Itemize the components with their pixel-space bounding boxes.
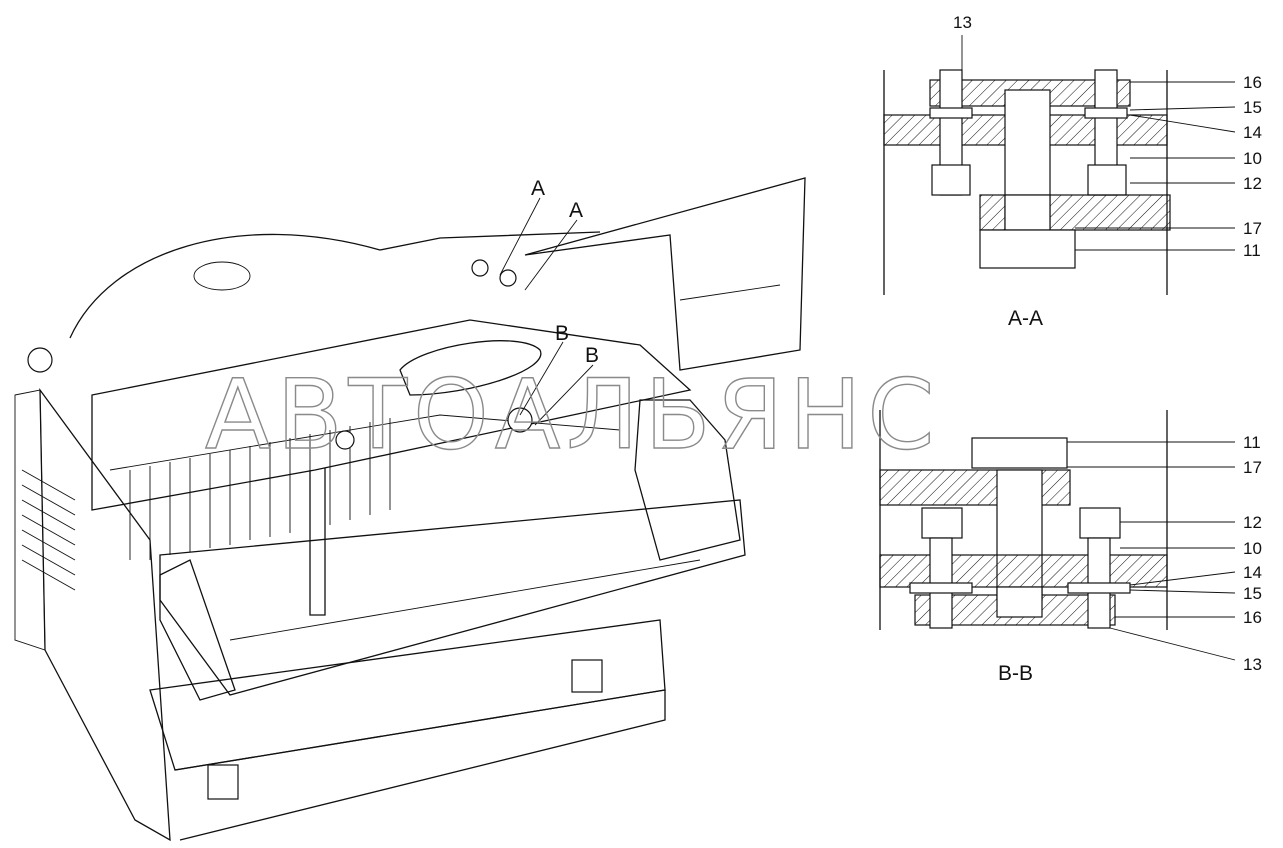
label-bb-11: 11 <box>1243 433 1261 452</box>
label-bb-14: 14 <box>1243 563 1262 582</box>
label-aa-15: 15 <box>1243 98 1262 117</box>
callout-b-2: B <box>585 344 599 367</box>
section-aa-title: A-A <box>1008 307 1043 330</box>
hinge-pin <box>471 259 489 277</box>
hinge-bolt <box>507 407 533 433</box>
filler-cap <box>335 430 355 450</box>
label-aa-13: 13 <box>953 13 972 32</box>
callout-a-2: A <box>569 199 583 222</box>
assembly-callouts: A A B B <box>499 177 599 426</box>
callout-a-1: A <box>531 177 545 200</box>
callout-b-1: B <box>555 322 569 345</box>
mount-bracket <box>571 659 603 693</box>
label-bb-15: 15 <box>1243 584 1262 603</box>
label-bb-13: 13 <box>1243 655 1262 674</box>
label-aa-11: 11 <box>1243 241 1261 260</box>
mount-bracket <box>207 764 239 800</box>
label-aa-16: 16 <box>1243 73 1262 92</box>
label-bb-16: 16 <box>1243 608 1262 627</box>
section-aa: 13 16 15 14 10 12 17 11 A-A <box>883 13 1262 330</box>
watermark: АВТОАЛЬЯНС <box>205 359 940 471</box>
section-bb: 11 17 12 10 14 15 16 13 B-B <box>879 410 1262 685</box>
cab-frame-assembly <box>14 177 806 842</box>
filler-cap <box>27 347 53 373</box>
label-bb-10: 10 <box>1243 539 1262 558</box>
label-aa-10: 10 <box>1243 149 1262 168</box>
label-aa-14: 14 <box>1243 123 1262 142</box>
label-aa-12: 12 <box>1243 174 1262 193</box>
hinge-bolt <box>499 269 517 287</box>
label-bb-12: 12 <box>1243 513 1262 532</box>
label-aa-17: 17 <box>1243 219 1262 238</box>
label-bb-17: 17 <box>1243 458 1262 477</box>
section-bb-title: B-B <box>998 662 1033 685</box>
vent-grille <box>21 469 76 591</box>
